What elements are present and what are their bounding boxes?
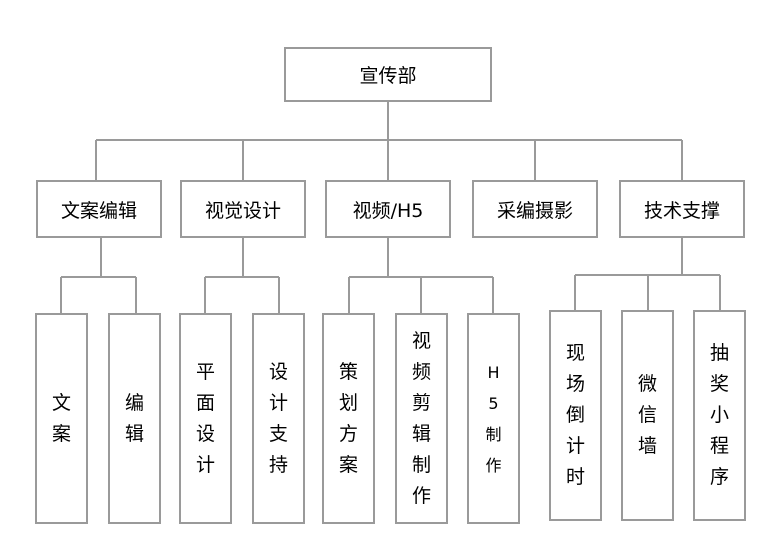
node-label: 技术支撑: [643, 199, 720, 222]
leaf-label: 编辑: [124, 391, 144, 445]
leaf-label: 设计支持: [268, 360, 288, 476]
node-label: 文案编辑: [60, 199, 137, 222]
leaf-label: H5制作: [485, 362, 502, 475]
node-label: 视频/H5: [352, 199, 424, 222]
leaf-lottery-miniprogram: 抽奖小程序: [693, 310, 746, 521]
leaf-label: 平面设计: [195, 360, 215, 476]
leaf-wechat-wall: 微信墙: [621, 310, 674, 521]
leaf-copy: 文案: [35, 313, 88, 524]
node-copy-editing: 文案编辑: [36, 180, 162, 238]
leaf-graphic-design: 平面设计: [179, 313, 232, 524]
leaf-h5-production: H5制作: [467, 313, 520, 524]
root-node: 宣传部: [284, 47, 492, 102]
node-tech-support: 技术支撑: [619, 180, 745, 238]
leaf-label: 抽奖小程序: [709, 342, 729, 488]
node-visual-design: 视觉设计: [180, 180, 306, 238]
node-photo: 采编摄影: [472, 180, 598, 238]
leaf-label: 文案: [51, 391, 71, 445]
node-label: 视觉设计: [204, 199, 281, 222]
node-label: 采编摄影: [496, 199, 573, 222]
leaf-label: 现场倒计时: [565, 342, 585, 488]
leaf-label: 微信墙: [637, 373, 657, 457]
root-label: 宣传部: [359, 65, 417, 87]
leaf-design-support: 设计支持: [252, 313, 305, 524]
leaf-video-editing: 视频剪辑制作: [395, 313, 448, 524]
node-video-h5: 视频/H5: [325, 180, 451, 238]
leaf-label: 视频剪辑制作: [411, 329, 431, 507]
leaf-label: 策划方案: [338, 360, 358, 476]
leaf-countdown: 现场倒计时: [549, 310, 602, 521]
leaf-edit: 编辑: [108, 313, 161, 524]
leaf-planning: 策划方案: [322, 313, 375, 524]
